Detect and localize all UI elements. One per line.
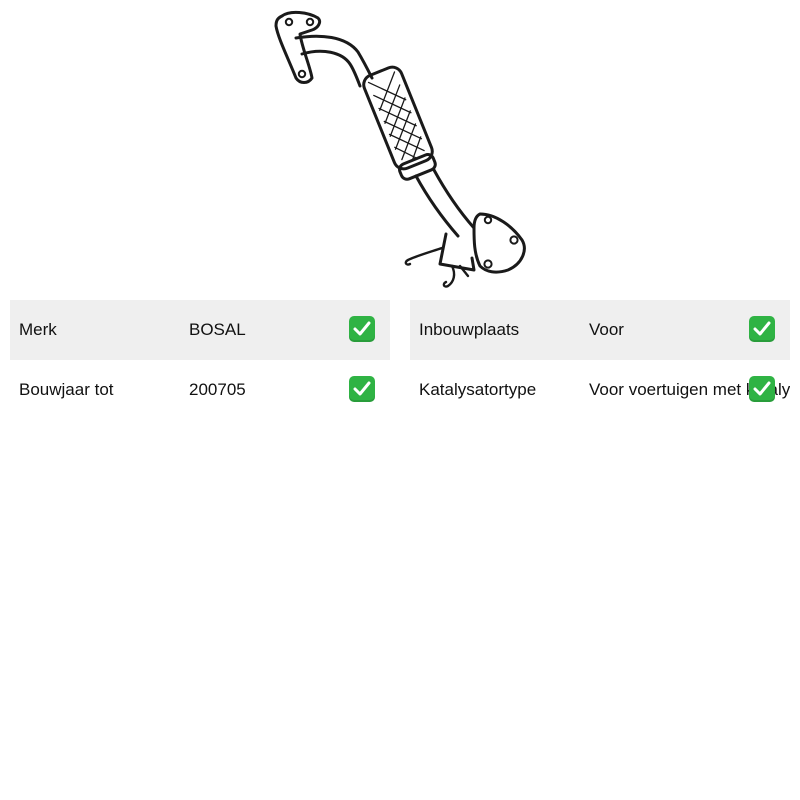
spec-table-right: Inbouwplaats Voor Katalysatortype Voor v…: [410, 300, 790, 420]
check-icon: [349, 376, 375, 402]
check-icon: [349, 316, 375, 342]
spec-value: Voor voertuigen met katalysator: [589, 380, 790, 399]
spec-label: Katalysatortype: [419, 380, 537, 399]
spec-row: Katalysatortype Voor voertuigen met kata…: [410, 360, 790, 420]
spec-value: BOSAL: [189, 320, 246, 339]
check-icon: [749, 376, 775, 402]
spec-table-left: Merk BOSAL Bouwjaar tot 200705: [10, 300, 390, 420]
exhaust-pipe-image: [260, 8, 540, 292]
spec-value: 200705: [189, 380, 246, 399]
exhaust-pipe-icon: [274, 10, 526, 288]
spec-row: Bouwjaar tot 200705: [10, 360, 390, 420]
spec-label: Merk: [19, 320, 57, 339]
check-icon: [749, 316, 775, 342]
spec-row: Inbouwplaats Voor: [410, 300, 790, 360]
spec-label: Inbouwplaats: [419, 320, 520, 339]
spec-value: Voor: [589, 320, 624, 339]
spec-row: Merk BOSAL: [10, 300, 390, 360]
spec-label: Bouwjaar tot: [19, 380, 114, 399]
